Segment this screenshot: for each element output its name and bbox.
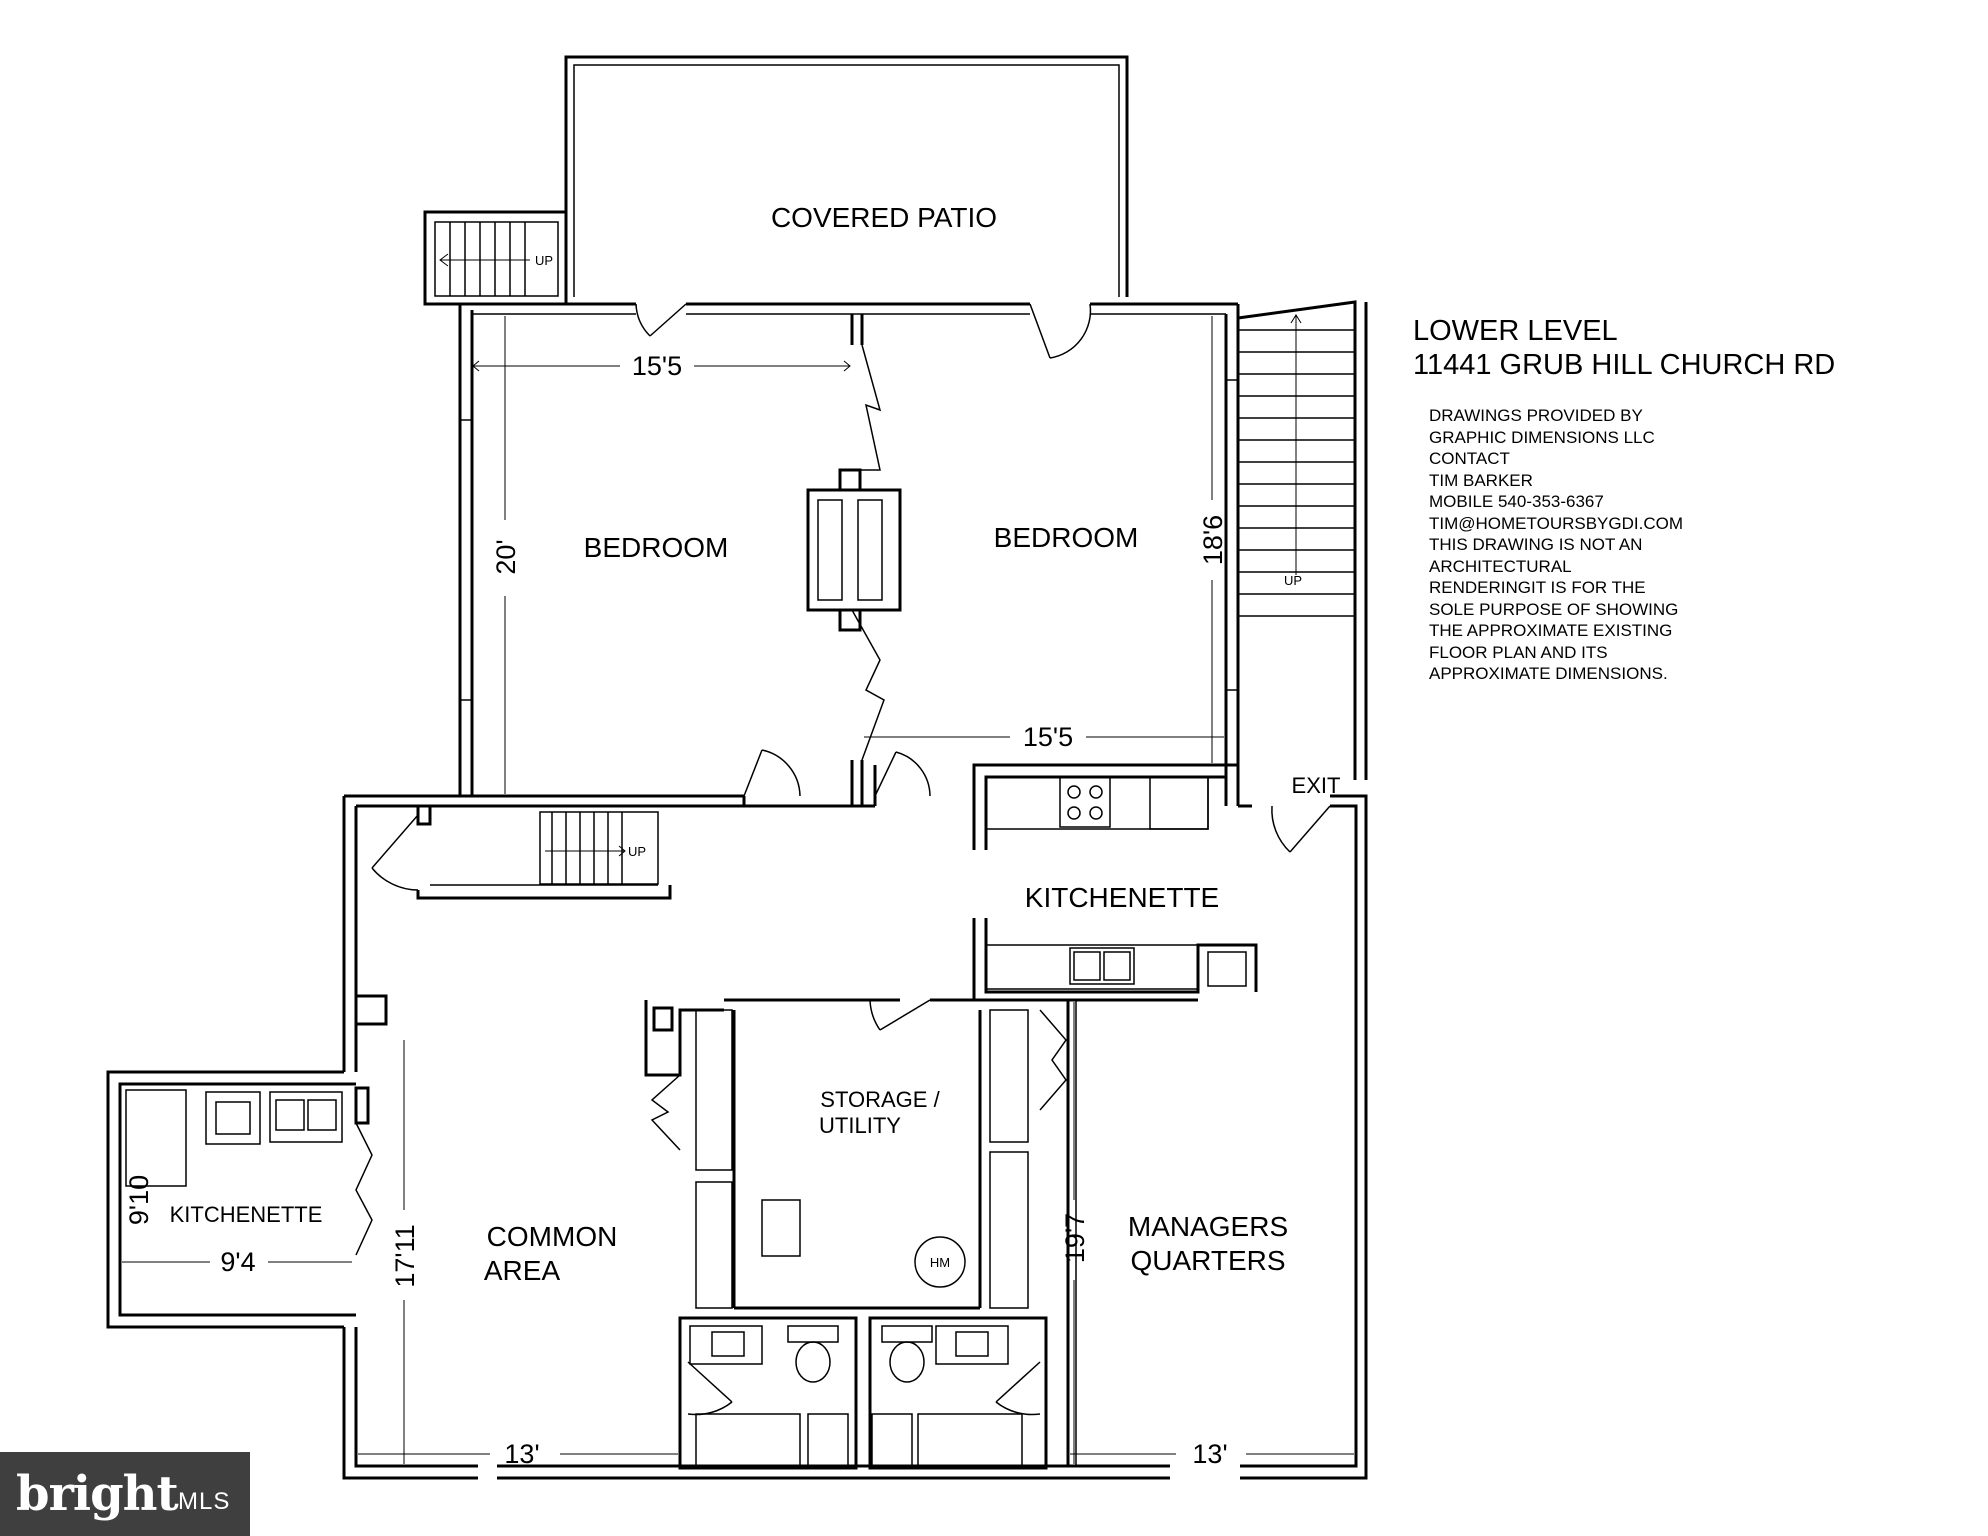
kitchenette-lower-counter <box>972 918 1258 1002</box>
dim-bedroom-left-depth: 20' <box>491 539 521 574</box>
note-line: TIM@HOMETOURSBYGDI.COM <box>1429 513 1684 533</box>
kitchenette-main-label: KITCHENETTE <box>1025 882 1219 913</box>
stair-up-label-interior: UP <box>628 844 646 859</box>
note-line: MOBILE 540-353-6367 <box>1429 492 1604 511</box>
bifold-closet-doors <box>851 344 885 761</box>
closet-bifold-left[interactable] <box>650 1074 681 1151</box>
interior-stair <box>416 811 672 900</box>
note-line: DRAWINGS PROVIDED BY <box>1429 406 1643 425</box>
storage-door[interactable] <box>869 999 931 1031</box>
storage-label-line2: UTILITY <box>819 1113 901 1138</box>
covered-patio-outline <box>564 55 1129 297</box>
bright-mls-logo: bright MLS <box>0 1452 250 1536</box>
note-line: THE APPROXIMATE EXISTING <box>1429 621 1673 640</box>
drawing-notes: DRAWINGS PROVIDED BY GRAPHIC DIMENSIONS … <box>1429 405 1759 685</box>
fireplace <box>806 468 902 632</box>
stair-up-label-right: UP <box>1284 573 1302 588</box>
logo-wordmark: bright <box>16 1466 179 1522</box>
plan-title-line1: LOWER LEVEL <box>1413 315 1618 347</box>
dim-bedroom-right-width: 15'5 <box>1023 722 1073 752</box>
patio-door-right[interactable] <box>1029 303 1092 359</box>
kitchenette-small-label: KITCHENETTE <box>170 1202 323 1227</box>
main-block-walls <box>342 794 1368 1480</box>
plan-title: LOWER LEVEL 11441 GRUB HILL CHURCH RD <box>1413 314 1835 382</box>
bedroom-door-left[interactable] <box>743 749 801 797</box>
storage-utility-walls <box>644 998 1029 1310</box>
water-heater-label: HM <box>930 1255 950 1270</box>
managers-quarters-label-line1: MANAGERS <box>1128 1211 1288 1242</box>
common-area-side-door[interactable] <box>356 804 432 891</box>
storage-label-line1: STORAGE / <box>820 1087 940 1112</box>
stair-up-label-top-left: UP <box>535 253 553 268</box>
note-line: GRAPHIC DIMENSIONS LLC <box>1429 427 1655 447</box>
closet-bifold-right[interactable] <box>1039 1009 1067 1111</box>
dim-bedroom-left-width: 15'5 <box>632 351 682 381</box>
bedroom-right-label: BEDROOM <box>994 522 1139 553</box>
exterior-stair-right <box>1237 300 1368 780</box>
kitchenette-upper-counter <box>972 763 1240 850</box>
note-line: THIS DRAWING IS NOT AN <box>1429 535 1643 554</box>
common-area-label-line1: COMMON <box>487 1221 618 1252</box>
kitchenette-wing-walls <box>106 994 388 1329</box>
dim-kitchenette-width: 9'4 <box>220 1247 255 1277</box>
patio-door-left[interactable] <box>635 303 687 337</box>
bathroom-left-door[interactable] <box>687 1361 733 1416</box>
bedroom-left-label: BEDROOM <box>584 532 729 563</box>
bathroom-right <box>868 1316 1048 1470</box>
bedroom-door-right[interactable] <box>874 751 931 797</box>
note-line: FLOOR PLAN AND ITS <box>1429 642 1608 662</box>
covered-patio-label: COVERED PATIO <box>771 202 997 233</box>
exit-door[interactable] <box>1238 804 1331 853</box>
common-area-label-line2: AREA <box>484 1255 561 1286</box>
managers-quarters-label-line2: QUARTERS <box>1130 1245 1285 1276</box>
bathroom-right-door[interactable] <box>995 1361 1041 1416</box>
note-line: RENDERINGIT IS FOR THE <box>1429 578 1646 597</box>
exit-label: EXIT <box>1292 773 1341 798</box>
note-line: ARCHITECTURAL <box>1429 556 1572 576</box>
dim-common-width: 13' <box>504 1439 539 1469</box>
managers-quarters-walls <box>990 998 1198 1466</box>
dim-line-bedroom-left-width <box>472 360 851 372</box>
bedrooms-exterior-walls <box>458 302 1240 808</box>
note-line: SOLE PURPOSE OF SHOWING <box>1429 599 1679 619</box>
dim-kitchenette-depth: 9'10 <box>124 1175 154 1225</box>
logo-mls: MLS <box>178 1488 231 1515</box>
note-line: APPROXIMATE DIMENSIONS. <box>1429 664 1668 683</box>
plan-title-line2: 11441 GRUB HILL CHURCH RD <box>1413 349 1836 381</box>
kitchenette-wing-door[interactable] <box>355 1122 373 1256</box>
bathroom-left <box>678 1316 858 1470</box>
dim-managers-width: 13' <box>1192 1439 1227 1469</box>
dim-common-depth: 17'11 <box>390 1224 420 1287</box>
dim-bedroom-right-depth: 18'6 <box>1198 515 1228 565</box>
dim-managers-depth: 19'7 <box>1060 1213 1090 1263</box>
note-line: CONTACT <box>1429 449 1510 468</box>
note-line: TIM BARKER <box>1429 470 1533 490</box>
